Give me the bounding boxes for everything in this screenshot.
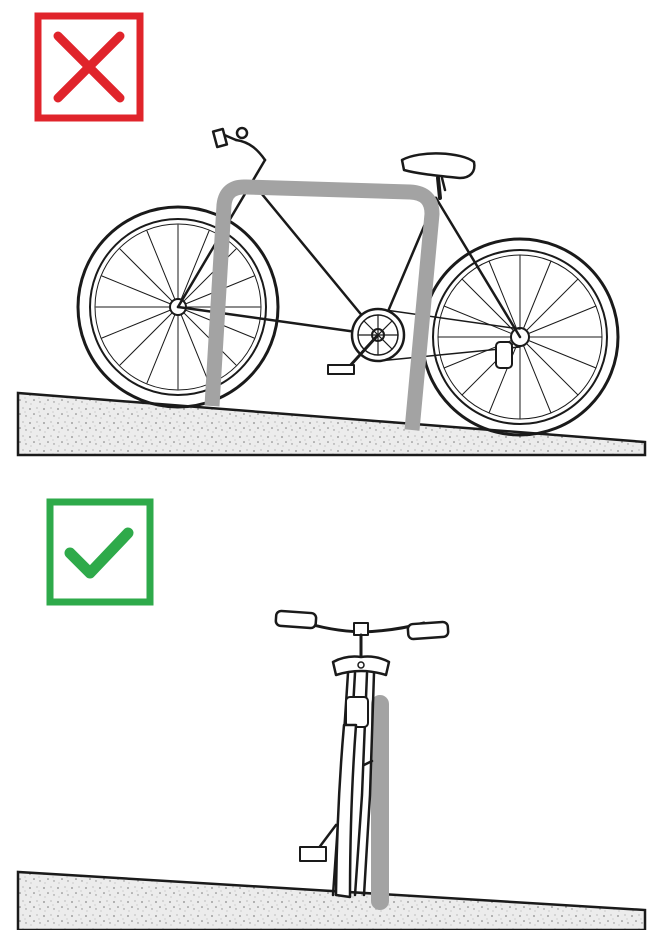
single-post-rack — [371, 695, 389, 910]
front-tire — [336, 725, 356, 897]
check-mark-icon — [50, 502, 150, 602]
bicycle-side-view — [78, 128, 618, 435]
correct-parking-panel — [0, 465, 650, 930]
brake-caliper — [333, 657, 389, 675]
sloped-ground — [18, 393, 645, 455]
sloped-ground — [18, 872, 645, 930]
handlebar — [275, 611, 448, 660]
correct-parking-illustration — [0, 465, 650, 930]
incorrect-parking-illustration — [0, 0, 650, 465]
cross-mark-icon — [38, 16, 140, 118]
bicycle-front-view — [275, 611, 448, 897]
incorrect-parking-panel — [0, 0, 650, 465]
inverted-u-rack — [212, 187, 432, 430]
handlebar — [213, 128, 265, 182]
derailleur — [496, 342, 512, 368]
